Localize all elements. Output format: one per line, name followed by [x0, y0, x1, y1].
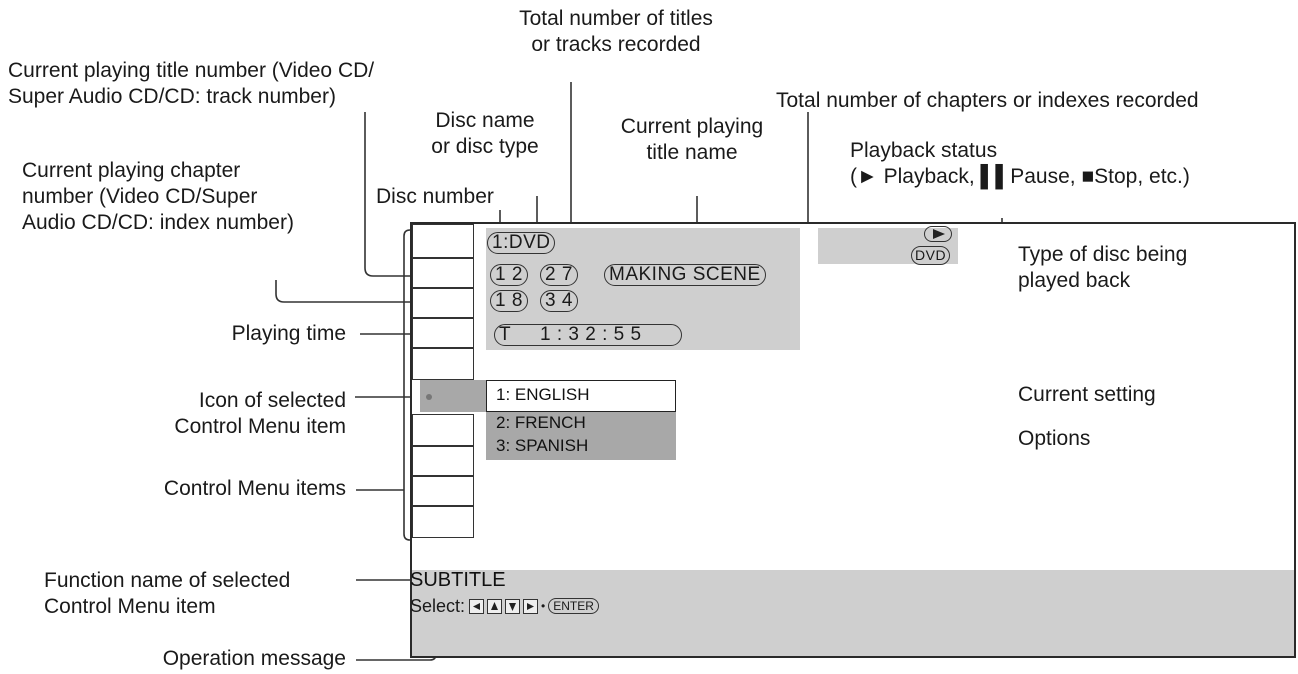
control-menu-item[interactable]	[412, 318, 474, 348]
play-icon	[933, 229, 945, 239]
total-titles-pill: 2 7	[540, 264, 578, 286]
option-1[interactable]: 1: ENGLISH	[496, 385, 590, 404]
enter-button-label: ENTER	[548, 598, 599, 614]
label-current-setting: Current setting	[1018, 383, 1156, 406]
control-menu-item[interactable]	[412, 414, 474, 446]
control-menu-item[interactable]	[412, 348, 474, 380]
playing-time-pill: T 1 : 3 2 : 5 5	[494, 324, 682, 346]
disc-type-pill: DVD	[911, 246, 951, 265]
playing-time-value: 1 : 3 2 : 5 5	[540, 324, 642, 345]
up-arrow-icon	[487, 598, 503, 614]
title-name-pill: MAKING SCENE	[604, 264, 766, 286]
label-total-chapters: Total number of chapters or indexes reco…	[776, 89, 1199, 112]
left-arrow-icon	[469, 598, 485, 614]
label-operation-message: Operation message	[162, 647, 346, 670]
playback-status-icon	[924, 226, 952, 242]
control-menu-item[interactable]	[412, 476, 474, 506]
operation-prefix: Select:	[410, 595, 466, 616]
right-arrow-icon	[523, 598, 539, 614]
label-current-title-number: Current playing title number (Video CD/S…	[8, 59, 375, 108]
control-menu-item[interactable]	[412, 506, 474, 538]
control-menu-items	[412, 224, 476, 538]
operation-message: Select: • ENTER	[410, 595, 599, 617]
time-prefix: T	[499, 324, 512, 345]
selected-item-icon	[426, 394, 432, 400]
function-name: SUBTITLE	[410, 569, 506, 591]
label-disc-number: Disc number	[376, 185, 494, 208]
control-menu-item[interactable]	[412, 224, 474, 258]
chapter-number-pill: 1 8	[490, 290, 528, 312]
control-menu-item[interactable]	[412, 258, 474, 288]
plus-icon: •	[541, 599, 546, 613]
option-3[interactable]: 3: SPANISH	[496, 436, 589, 455]
option-2[interactable]: 2: FRENCH	[496, 413, 586, 432]
label-playback-status: Playback status (► Playback, ▌▌Pause, ■S…	[850, 139, 1190, 188]
options-highlight	[486, 412, 676, 460]
total-chapters-pill: 3 4	[540, 290, 578, 312]
control-menu-item[interactable]	[412, 288, 474, 318]
down-arrow-icon	[505, 598, 521, 614]
label-playing-time: Playing time	[231, 322, 346, 345]
disc-name-pill: 1:DVD	[487, 232, 556, 254]
control-menu-item-selected[interactable]	[412, 380, 474, 414]
label-options: Options	[1018, 427, 1091, 450]
label-control-menu-items: Control Menu items	[163, 477, 346, 500]
title-number-pill: 1 2	[490, 264, 528, 286]
control-menu-item[interactable]	[412, 446, 474, 476]
status-grey-area	[486, 228, 800, 350]
current-setting-box[interactable]	[486, 380, 676, 412]
